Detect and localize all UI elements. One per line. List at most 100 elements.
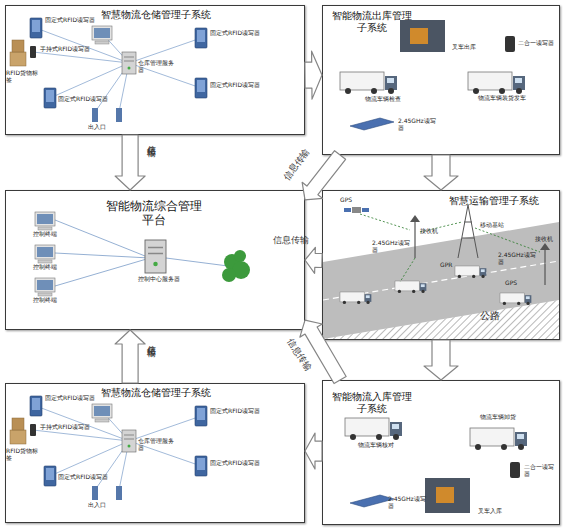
truck-icon (470, 428, 527, 450)
subsystem-box: 智能物流入库管理子系统 (322, 380, 560, 525)
box-title: 智能物流入库管理子系统 (329, 391, 414, 415)
handheld-reader (510, 462, 520, 478)
component-label: 叉车出库 (452, 44, 476, 51)
cloud-part (224, 254, 240, 270)
computer-icon (35, 278, 55, 296)
component-label: 控制终端 (33, 297, 57, 304)
component-label: 固定式RFID读写器 (210, 82, 260, 89)
component-label: 控制终端 (33, 231, 57, 238)
component-label: 物流车辆卸货 (480, 414, 516, 421)
edge-label: 信息传输 (146, 138, 156, 142)
truck-icon (455, 266, 486, 278)
server-icon (145, 240, 166, 273)
wire (166, 258, 228, 266)
forklift-photo (400, 20, 445, 52)
component-label: GPS (505, 280, 517, 287)
subsystem-box: 智慧物流仓储管理子系统 (5, 383, 305, 523)
computer-icon (35, 212, 55, 230)
component-label: 2.45GHz读写器 (388, 496, 428, 509)
handheld-reader (505, 36, 515, 52)
flow-arrow (302, 151, 345, 200)
subsystem-box: 智能物流出库管理子系统 (322, 5, 560, 155)
computer-icon (35, 245, 55, 263)
box-title: 智慧物流仓储管理子系统 (76, 9, 236, 21)
cloud-part (232, 261, 250, 279)
roadside (323, 300, 559, 339)
component-label: GPS (340, 197, 352, 204)
flow-arrow (115, 135, 145, 190)
component-label: 控制中心服务器 (138, 276, 180, 283)
truck-icon (395, 281, 426, 293)
tower-brace (464, 222, 472, 223)
component-label: 控制终端 (33, 264, 57, 271)
component-label: 固定式RFID读写器 (58, 96, 108, 103)
component-label: RFID货物标签 (6, 448, 42, 461)
component-label: 接收机 (420, 228, 438, 235)
component-label: 固定式RFID读写器 (45, 395, 95, 402)
component-label: 物流车辆装货发车 (478, 95, 526, 102)
truck-icon (340, 72, 397, 94)
radio-link (360, 214, 410, 230)
flow-arrow (305, 51, 322, 99)
component-label: 手持式RFID读写器 (40, 424, 90, 431)
cloud-part (222, 268, 236, 282)
component-label: 出入口 (88, 502, 106, 509)
component-label: 固定式RFID读写器 (210, 460, 260, 467)
box-title: 智慧运输管理子系统 (431, 195, 556, 207)
receiver-antenna (410, 215, 420, 222)
tower-brace (462, 238, 474, 239)
edge-label: 信息传输 (266, 236, 316, 246)
component-label: 固定式RFID读写器 (210, 408, 260, 415)
gps-panel (344, 208, 351, 212)
receiver-pole (544, 250, 545, 285)
truck-icon (468, 72, 525, 94)
flow-arrow (305, 247, 322, 273)
component-label: GPR (440, 262, 452, 269)
flow-arrow (424, 155, 458, 190)
subsystem-box: 智能物流综合管理平台 (5, 190, 305, 330)
road (323, 222, 559, 339)
receiver-antenna (540, 243, 550, 250)
truck-icon (340, 292, 371, 304)
wire (55, 220, 150, 258)
edge-label: 信息传输 (281, 331, 317, 378)
box-title: 智能物流综合管理平台 (104, 199, 204, 228)
component-label: 固定式RFID读写器 (45, 17, 95, 24)
cloud-part (234, 250, 246, 262)
box-title: 智慧物流仓储管理子系统 (76, 387, 236, 399)
component-label: 二合一读写器 (518, 40, 554, 47)
flow-arrow (424, 340, 458, 380)
component-label: 出入口 (88, 124, 106, 131)
subsystem-box: 智慧物流仓储管理子系统 (5, 5, 305, 135)
radio-links (360, 214, 540, 282)
truck-icon (345, 418, 402, 440)
component-label: 手持式RFID读写器 (40, 46, 90, 53)
component-label: 物流车辆核对 (358, 442, 394, 449)
radio-link (475, 228, 540, 252)
forklift-photo (425, 478, 470, 513)
edge-label: 信息传输 (146, 338, 156, 342)
component-label: 仓库管理服务器 (138, 438, 178, 451)
cloud-icon (222, 250, 250, 282)
component-label: 2.45GHz读写器 (372, 240, 410, 253)
gps-panel (362, 208, 369, 212)
edge-label: 信息传输 (278, 142, 316, 188)
base-station-tower (458, 205, 478, 258)
truck-icon (500, 293, 531, 305)
component-label: 物流车辆检查 (365, 96, 401, 103)
flat-reader-icon (350, 495, 394, 507)
box-title: 智能物流出库管理子系统 (329, 10, 414, 34)
wire (55, 258, 150, 286)
lane-line (323, 261, 559, 300)
gps-satellite (352, 207, 361, 213)
radio-link (400, 258, 415, 282)
warehouse-illustration (10, 396, 207, 500)
receiver-pole (414, 222, 415, 258)
component-label: 2.45GHz读写器 (498, 252, 536, 265)
